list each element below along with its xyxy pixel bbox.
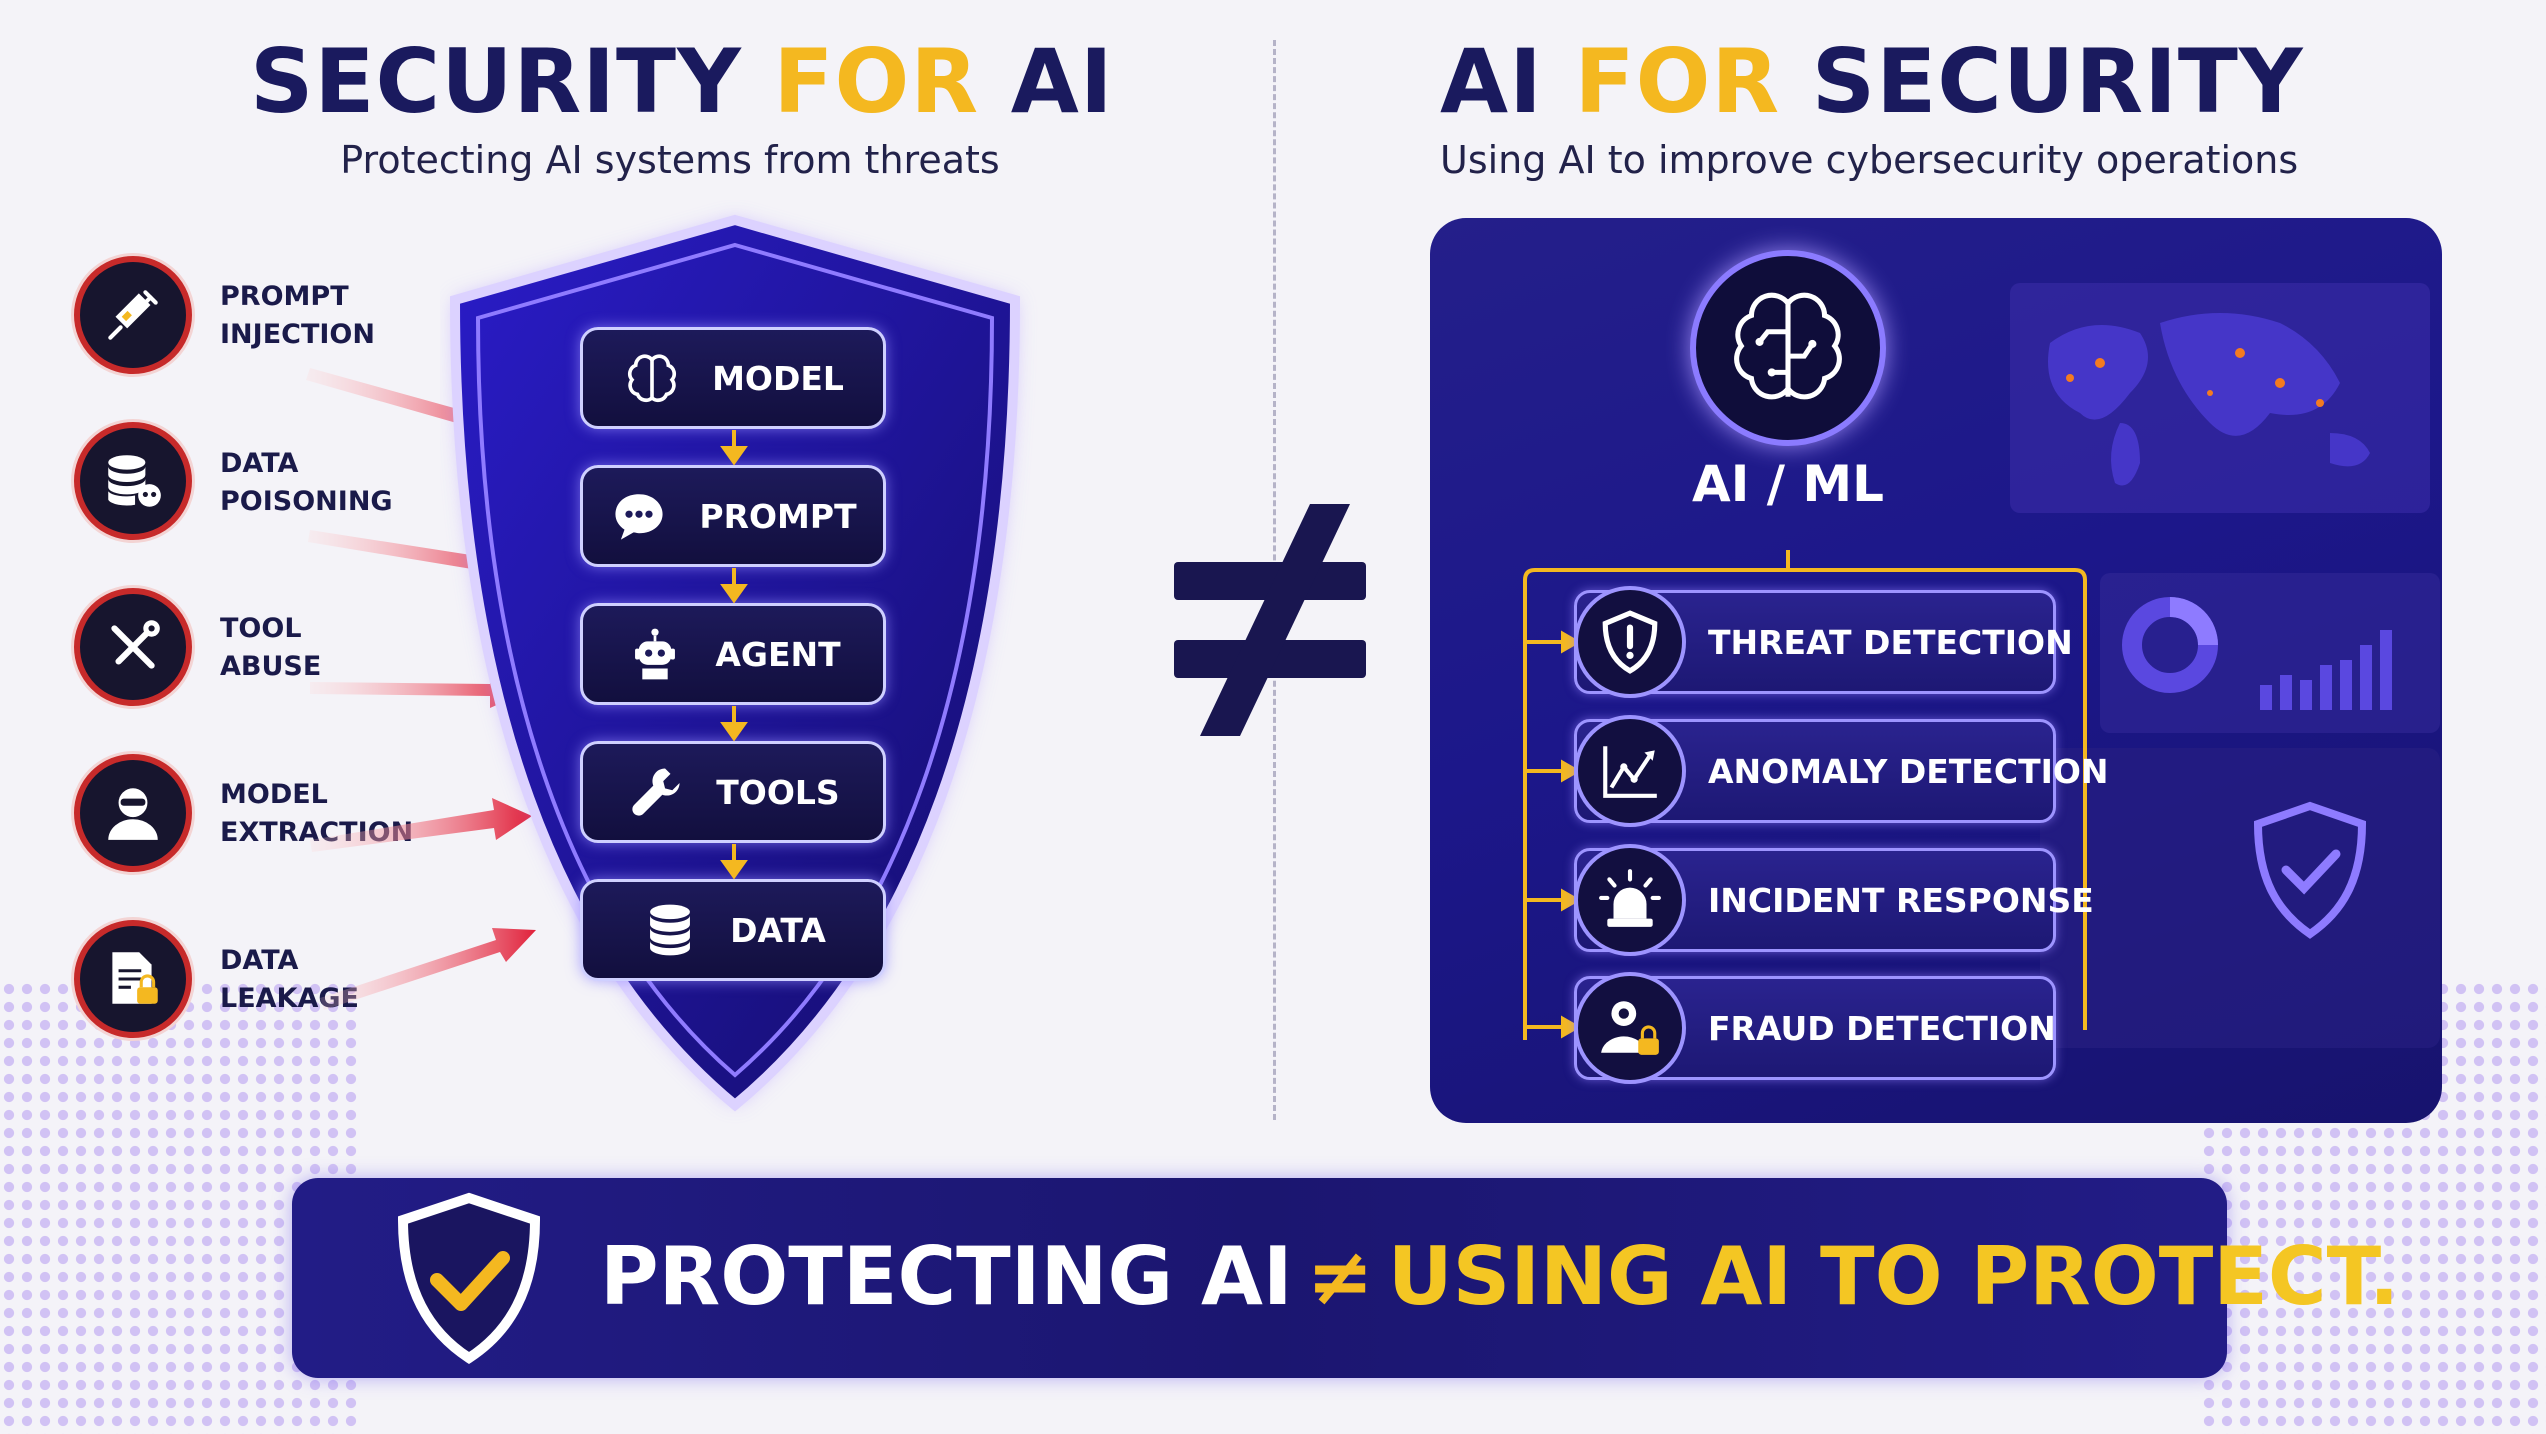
robot-icon bbox=[625, 624, 685, 684]
wrench-icon bbox=[626, 762, 686, 822]
wrench-screwdriver-icon bbox=[74, 588, 192, 706]
donut-bar-chart-icon bbox=[2122, 597, 2392, 710]
document-lock-icon bbox=[74, 920, 192, 1038]
shield-alert-icon bbox=[1574, 586, 1686, 698]
shield-check-icon bbox=[397, 1192, 541, 1364]
capability-connectors bbox=[1523, 550, 2087, 1040]
attack-arrow-3 bbox=[310, 670, 530, 708]
hacker-icon bbox=[74, 754, 192, 872]
stack-item-tools: TOOLS bbox=[580, 741, 886, 843]
left-subtitle: Protecting AI systems from threats bbox=[340, 138, 1000, 182]
capability-anomaly-detection: ANOMALY DETECTION bbox=[1574, 715, 2109, 827]
attack-arrow-4 bbox=[310, 798, 532, 852]
threat-label-data-poisoning: DATA POISONING bbox=[220, 448, 393, 517]
attack-arrow-2 bbox=[308, 530, 530, 584]
threat-label-data-leakage: DATA LEAKAGE bbox=[220, 945, 359, 1014]
brain-icon bbox=[622, 348, 682, 408]
shield-check-icon bbox=[2253, 801, 2367, 939]
stack-item-data: DATA bbox=[580, 879, 886, 981]
threat-label-tool-abuse: TOOL ABUSE bbox=[220, 613, 322, 682]
stack-item-agent: AGENT bbox=[580, 603, 886, 705]
summary-banner-text: PROTECTING AI≠USING AI TO PROTECT. bbox=[600, 1230, 2400, 1323]
capability-threat-detection: THREAT DETECTION bbox=[1574, 586, 2073, 698]
not-equal-sign bbox=[1174, 504, 1366, 736]
ai-ml-core bbox=[1690, 250, 1886, 446]
world-map-icon bbox=[2048, 313, 2370, 486]
right-subtitle: Using AI to improve cybersecurity operat… bbox=[1440, 138, 2299, 182]
capability-incident-response: INCIDENT RESPONSE bbox=[1574, 844, 2094, 956]
threat-label-prompt-injection: PROMPT INJECTION bbox=[220, 281, 375, 350]
right-title: AI FOR SECURITY bbox=[1440, 30, 2304, 133]
ai-ml-label: AI / ML bbox=[1692, 455, 1884, 513]
circuit-brain-icon bbox=[1734, 292, 1842, 400]
user-lock-icon bbox=[1574, 972, 1686, 1084]
summary-banner bbox=[292, 1178, 2227, 1378]
database-icon bbox=[640, 900, 700, 960]
stack-item-model: MODEL bbox=[580, 327, 886, 429]
siren-icon bbox=[1574, 844, 1686, 956]
syringe-icon bbox=[74, 256, 192, 374]
monitor-display bbox=[2040, 748, 2440, 1048]
database-skull-icon bbox=[74, 422, 192, 540]
trend-chart-icon bbox=[1574, 715, 1686, 827]
left-title: SECURITY FOR AI bbox=[250, 30, 1114, 133]
chat-bubble-icon bbox=[609, 486, 669, 546]
stack-item-prompt: PROMPT bbox=[580, 465, 886, 567]
capability-fraud-detection: FRAUD DETECTION bbox=[1574, 972, 2056, 1084]
stack-flow-arrows bbox=[720, 430, 748, 880]
attack-arrow-5 bbox=[320, 928, 536, 1010]
